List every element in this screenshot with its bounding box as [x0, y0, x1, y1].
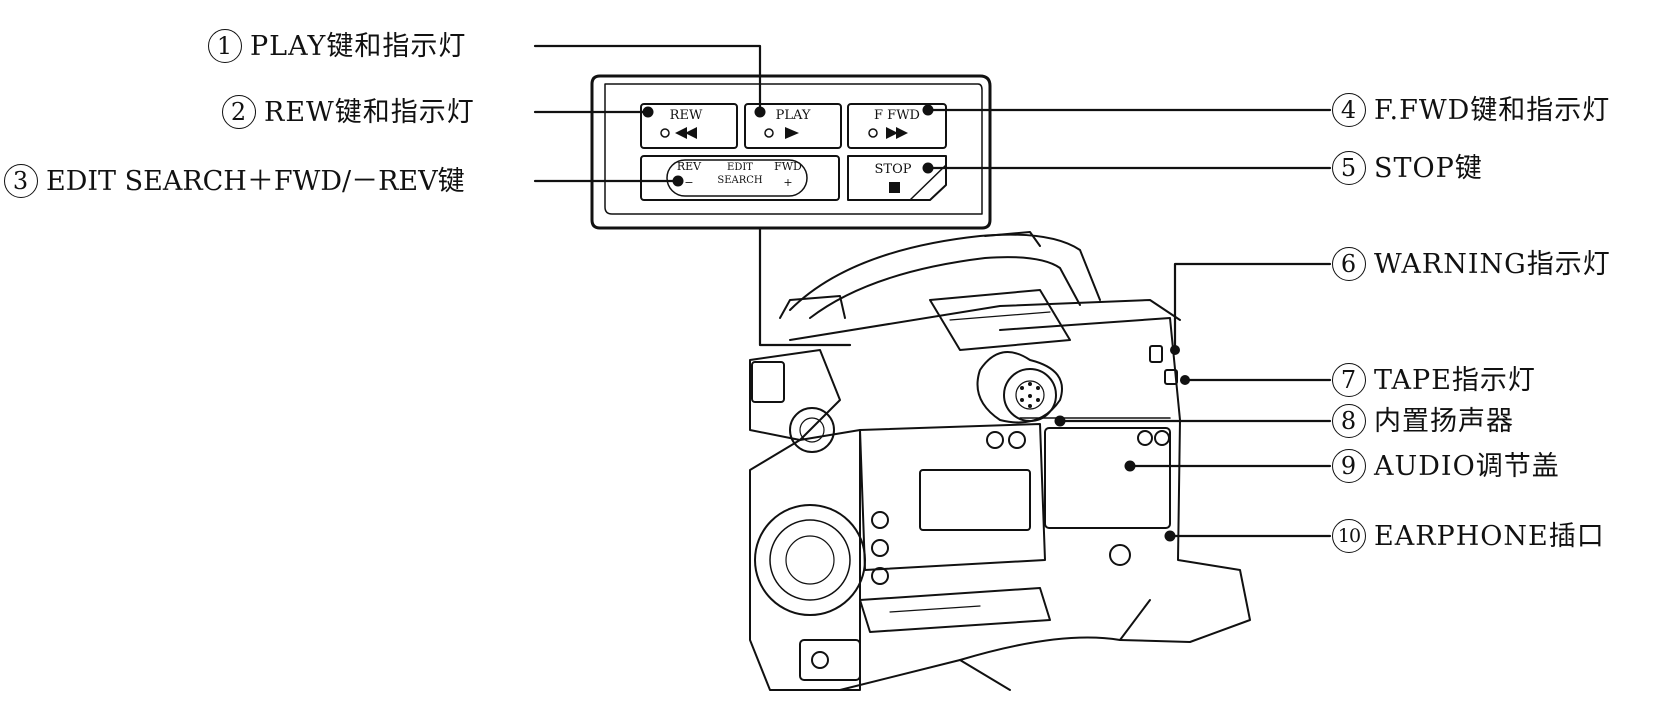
rew-button — [640, 103, 738, 149]
ffwd-arrow-icon — [886, 127, 898, 139]
leader-lines — [533, 44, 1332, 538]
callout-number: 5 — [1332, 151, 1366, 185]
callout-number: 1 — [208, 29, 242, 63]
callout-number: 10 — [1332, 519, 1366, 553]
callout-label: F.FWD键和指示灯 — [1374, 94, 1611, 126]
callout-number: 8 — [1332, 404, 1366, 438]
callout-label: EARPHONE插口 — [1374, 520, 1605, 552]
callout-label: AUDIO调节盖 — [1374, 450, 1560, 482]
fwd-sign-label: + — [783, 176, 792, 189]
callout-label: REW键和指示灯 — [264, 96, 475, 128]
callout-label: EDIT SEARCH＋FWD/－REV键 — [46, 165, 465, 197]
control-panel — [590, 74, 992, 230]
callout-10: 10 EARPHONE插口 — [1332, 519, 1605, 553]
callout-1: 1 PLAY键和指示灯 — [208, 29, 466, 63]
callout-label: PLAY键和指示灯 — [250, 30, 467, 62]
rev-key-label: REV — [677, 160, 702, 173]
ffwd-button — [847, 103, 947, 149]
callout-6: 6 WARNING指示灯 — [1332, 247, 1611, 281]
play-arrow-icon — [785, 127, 799, 139]
callout-5: 5 STOP键 — [1332, 151, 1483, 185]
callout-number: 3 — [4, 164, 38, 198]
callout-9: 9 AUDIO调节盖 — [1332, 449, 1560, 483]
callout-label: WARNING指示灯 — [1374, 248, 1611, 280]
callout-label: 内置扬声器 — [1374, 405, 1514, 437]
play-key-label: PLAY — [776, 108, 811, 123]
rev-sign-label: − — [684, 176, 693, 189]
callout-number: 6 — [1332, 247, 1366, 281]
fwd-key-label: FWD — [774, 160, 802, 173]
edit-search-key — [640, 155, 840, 201]
callout-number: 4 — [1332, 93, 1366, 127]
callout-2: 2 REW键和指示灯 — [222, 95, 475, 129]
stop-button — [847, 155, 947, 201]
rew-key-label: REW — [670, 108, 703, 123]
callout-8: 8 内置扬声器 — [1332, 404, 1514, 438]
stop-square-icon — [889, 182, 900, 193]
callout-label: TAPE指示灯 — [1374, 364, 1536, 396]
callout-number: 2 — [222, 95, 256, 129]
callout-number: 9 — [1332, 449, 1366, 483]
callout-label: STOP键 — [1374, 152, 1483, 184]
callout-4: 4 F.FWD键和指示灯 — [1332, 93, 1610, 127]
rew-arrow-icon — [685, 127, 697, 139]
edit-key-label: EDIT — [727, 162, 753, 173]
callout-3: 3 EDIT SEARCH＋FWD/－REV键 — [4, 164, 465, 198]
callout-7: 7 TAPE指示灯 — [1332, 363, 1536, 397]
search-key-label: SEARCH — [717, 175, 763, 186]
ffwd-key-label: F FWD — [874, 108, 920, 123]
play-button — [744, 103, 842, 149]
camcorder — [749, 231, 1251, 691]
callout-number: 7 — [1332, 363, 1366, 397]
stop-key-label: STOP — [875, 162, 912, 177]
